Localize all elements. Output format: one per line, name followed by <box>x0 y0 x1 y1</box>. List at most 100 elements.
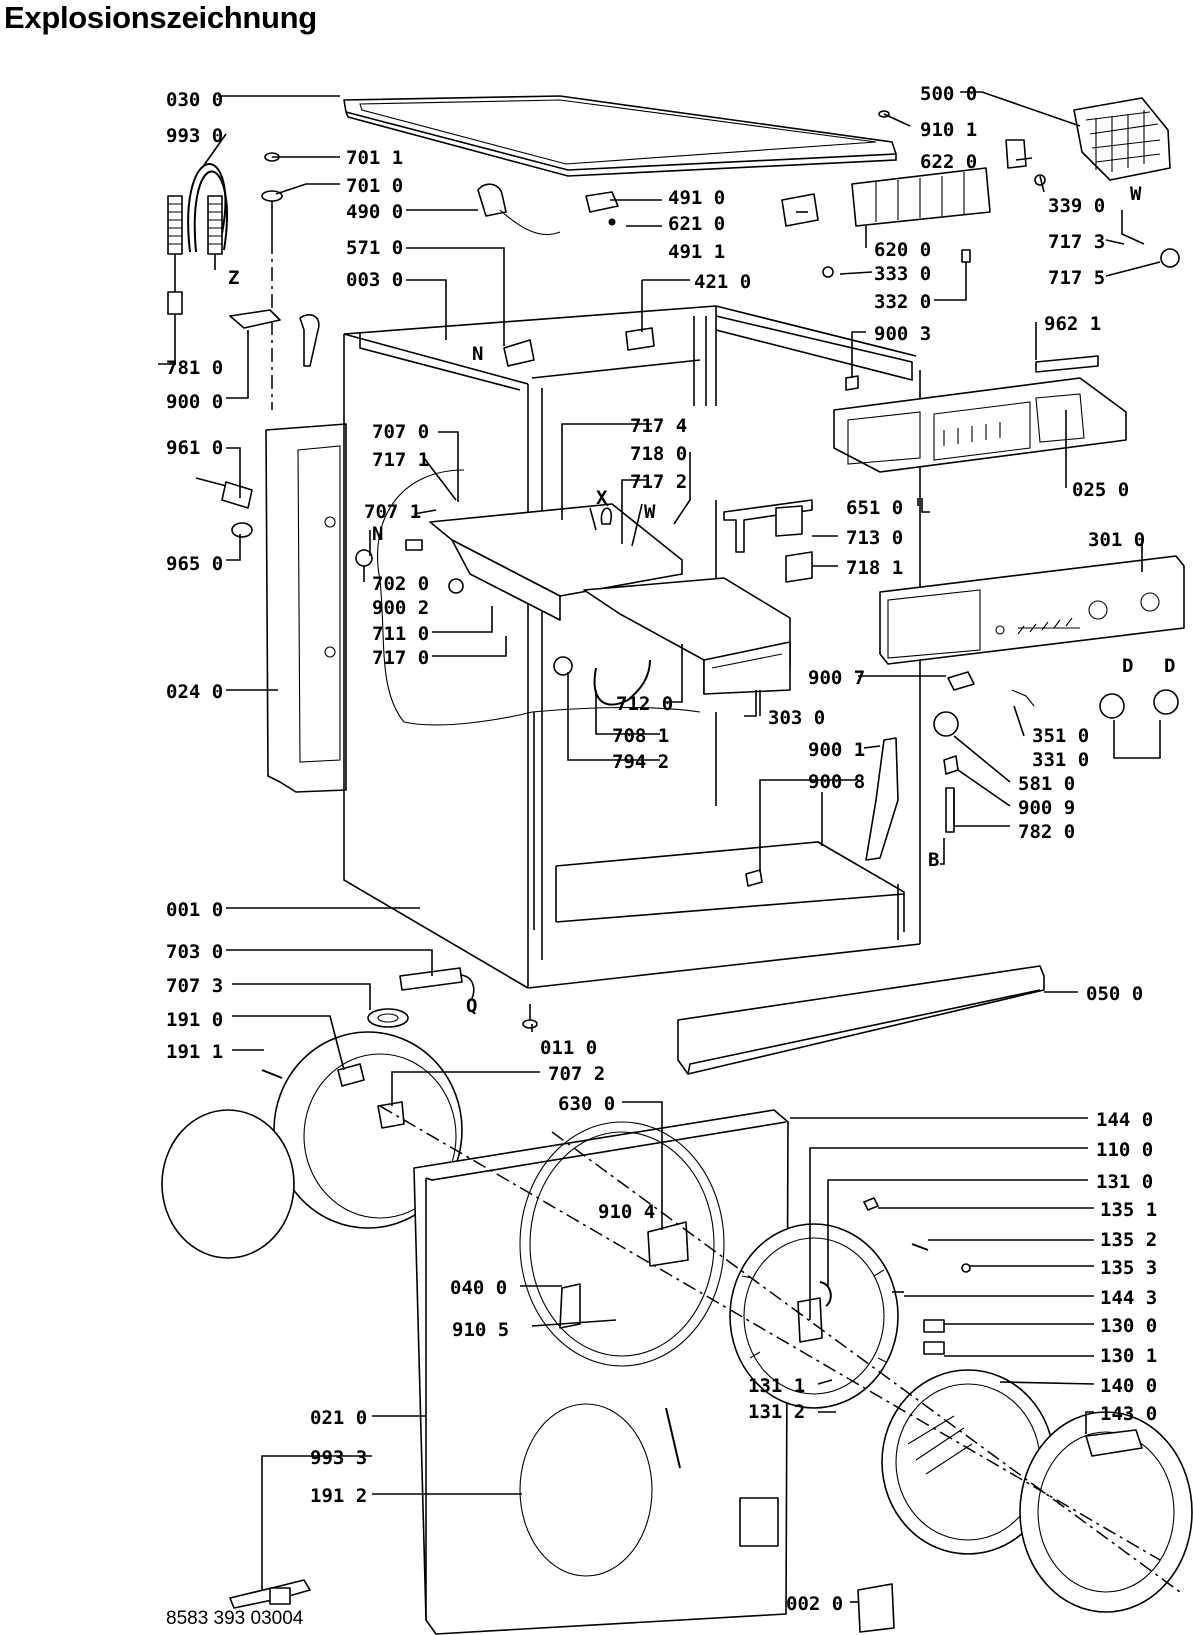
part-label: 962 1 <box>1044 313 1101 335</box>
letter-mark: D <box>1122 655 1133 677</box>
reference-letters: Z N X W N W D D B Q <box>228 183 1175 1017</box>
part-label: 331 0 <box>1032 749 1089 771</box>
part-label: 900 9 <box>1018 797 1075 819</box>
letter-mark: D <box>1164 655 1175 677</box>
top-cover-part <box>343 95 897 177</box>
letter-mark: W <box>1130 183 1142 205</box>
hose-clamps-right <box>745 737 899 887</box>
door-frame-part <box>729 1196 971 1409</box>
part-label: 144 3 <box>1100 1287 1157 1309</box>
part-label: 110 0 <box>1096 1139 1153 1161</box>
cabinet-frame-part <box>343 305 921 989</box>
part-label: 717 0 <box>372 647 429 669</box>
drawing-number: 8583 393 03004 <box>166 1608 304 1629</box>
part-label: 965 0 <box>166 553 223 575</box>
part-label: 024 0 <box>166 681 223 703</box>
part-number-labels: 030 0 993 0 701 1 701 0 490 0 571 0 003 … <box>166 83 1157 1615</box>
part-label: 130 0 <box>1100 1315 1157 1337</box>
part-label: 993 3 <box>310 1447 367 1469</box>
part-label: 717 1 <box>372 449 429 471</box>
part-label: 900 1 <box>808 739 865 761</box>
part-label: 135 2 <box>1100 1229 1157 1251</box>
part-label: 701 1 <box>346 147 403 169</box>
part-label: 025 0 <box>1072 479 1129 501</box>
part-label: 702 0 <box>372 573 429 595</box>
part-label: 130 1 <box>1100 1345 1157 1367</box>
electronic-components-right <box>933 671 1179 833</box>
part-label: 651 0 <box>846 497 903 519</box>
part-label: 717 2 <box>630 471 687 493</box>
dispenser-fittings-right <box>723 498 930 583</box>
front-panel-part <box>413 1109 789 1635</box>
pump-filter-parts <box>195 477 253 538</box>
part-label: 143 0 <box>1100 1403 1157 1425</box>
part-label: 002 0 <box>786 1593 843 1615</box>
part-label: 900 7 <box>808 667 865 689</box>
part-label: 707 2 <box>548 1063 605 1085</box>
part-label: 910 4 <box>598 1201 655 1223</box>
part-label: 703 0 <box>166 941 223 963</box>
pressure-parts <box>1121 210 1180 268</box>
part-label: 782 0 <box>1018 821 1075 843</box>
part-label: 708 1 <box>612 725 669 747</box>
part-label: 332 0 <box>874 291 931 313</box>
part-label: 421 0 <box>694 271 751 293</box>
letter-mark: N <box>472 343 483 365</box>
part-label: 717 4 <box>630 415 687 437</box>
part-label: 040 0 <box>450 1277 507 1299</box>
plinth-part <box>677 965 1045 1075</box>
letter-mark: N <box>372 523 383 545</box>
part-label: 718 0 <box>630 443 687 465</box>
part-label: 144 0 <box>1096 1109 1153 1131</box>
part-label: 622 0 <box>920 151 977 173</box>
part-label: 351 0 <box>1032 725 1089 747</box>
electrical-fittings-top <box>477 183 655 367</box>
part-label: 717 3 <box>1048 231 1105 253</box>
leader-lines <box>158 91 1161 1603</box>
part-label: 781 0 <box>166 357 223 379</box>
part-label: 900 0 <box>166 391 223 413</box>
part-label: 701 0 <box>346 175 403 197</box>
part-label: 910 1 <box>920 119 977 141</box>
part-label: 961 0 <box>166 437 223 459</box>
part-label: 993 0 <box>166 125 223 147</box>
part-label: 191 0 <box>166 1009 223 1031</box>
part-label: 131 1 <box>748 1375 805 1397</box>
part-label: 910 5 <box>452 1319 509 1341</box>
part-label: 630 0 <box>558 1093 615 1115</box>
control-panel-front-part <box>879 555 1185 665</box>
part-label: 011 0 <box>540 1037 597 1059</box>
control-panel-back-part <box>833 355 1127 473</box>
letter-mark: X <box>596 487 608 509</box>
part-label: 001 0 <box>166 899 223 921</box>
part-label: 621 0 <box>668 213 725 235</box>
part-label: 003 0 <box>346 269 403 291</box>
side-panel-part <box>265 423 347 793</box>
part-label: 712 0 <box>616 693 673 715</box>
part-label: 713 0 <box>846 527 903 549</box>
part-label: 191 2 <box>310 1485 367 1507</box>
part-label: 490 0 <box>346 201 403 223</box>
part-label: 131 2 <box>748 1401 805 1423</box>
part-label: 900 2 <box>372 597 429 619</box>
part-label: 500 0 <box>920 83 977 105</box>
part-label: 707 0 <box>372 421 429 443</box>
drain-hose-part <box>167 163 228 365</box>
terminal-blocks-part <box>781 167 991 391</box>
letter-mark: Z <box>228 267 239 289</box>
part-label: 491 0 <box>668 187 725 209</box>
part-label: 301 0 <box>1088 529 1145 551</box>
part-label: 030 0 <box>166 89 223 111</box>
part-label: 717 5 <box>1048 267 1105 289</box>
door-glass-part <box>857 1369 1193 1633</box>
part-label: 135 3 <box>1100 1257 1157 1279</box>
part-label: 339 0 <box>1048 195 1105 217</box>
part-label: 900 8 <box>808 771 865 793</box>
part-label: 140 0 <box>1100 1375 1157 1397</box>
part-label: 131 0 <box>1096 1171 1153 1193</box>
part-label: 303 0 <box>768 707 825 729</box>
service-tool-part <box>229 1579 311 1609</box>
part-label: 794 2 <box>612 751 669 773</box>
hose-and-seal-parts <box>367 967 538 1029</box>
